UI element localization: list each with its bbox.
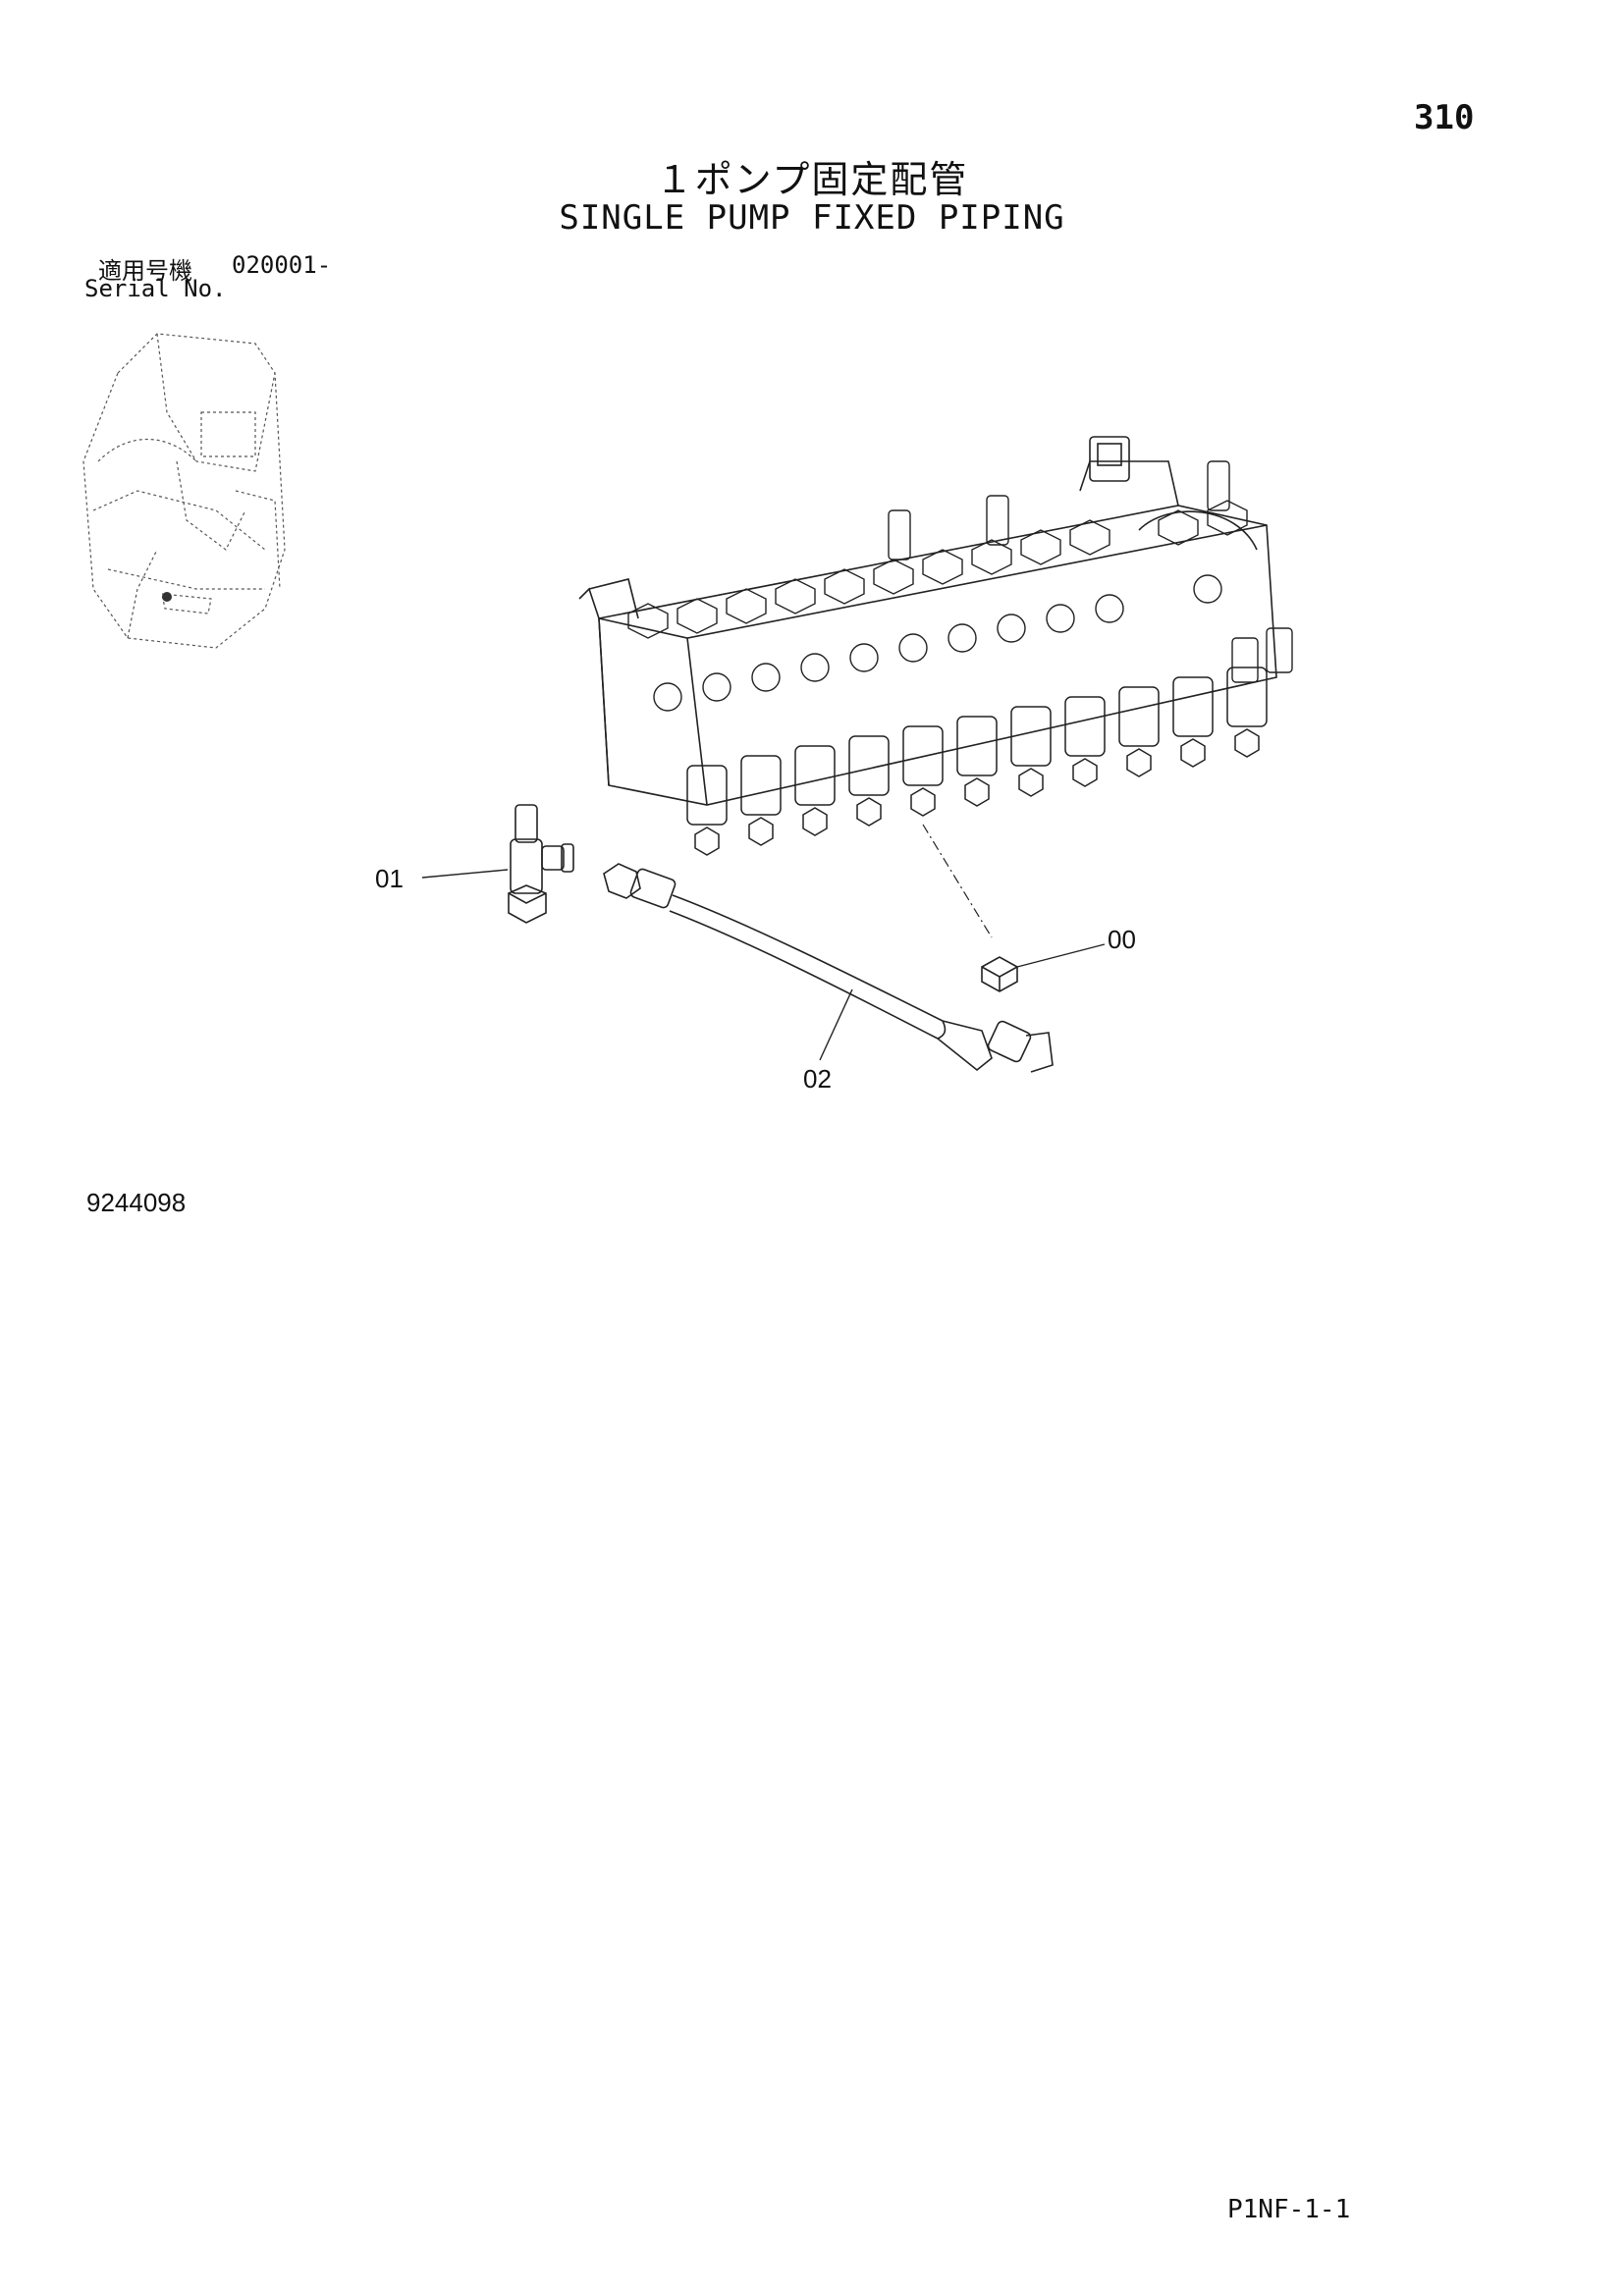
valve-mid-ports — [653, 574, 1222, 712]
valve-relief-fittings — [888, 460, 1293, 683]
part-01-tee-fitting — [508, 804, 574, 924]
serial-label-english: Serial No. — [84, 275, 227, 302]
valve-top-ports — [627, 500, 1248, 639]
leader-02 — [819, 988, 853, 1061]
valve-spool-caps — [686, 667, 1268, 856]
control-valve-block — [578, 436, 1277, 806]
part-00-plug — [981, 956, 1018, 992]
title-japanese: １ポンプ固定配管 — [655, 158, 969, 201]
drawing-number: 9244098 — [86, 1188, 187, 1217]
leader-01 — [421, 869, 509, 879]
footer-code: P1NF-1-1 — [1227, 2195, 1351, 2224]
page-number: 310 — [1414, 98, 1475, 137]
machine-locator-sketch — [82, 333, 286, 649]
parts-diagram: 01 00 02 — [82, 333, 1293, 1094]
locator-mark-icon — [162, 592, 172, 602]
title-english: SINGLE PUMP FIXED PIPING — [559, 198, 1065, 238]
callout-02: 02 — [803, 1064, 832, 1094]
serial-label-japanese: 適用号機 — [98, 257, 192, 285]
part-02-hose-assembly — [603, 863, 1054, 1073]
callout-01: 01 — [375, 864, 404, 893]
callout-00: 00 — [1108, 925, 1136, 954]
assembly-line — [922, 824, 993, 938]
serial-value: 020001- — [232, 251, 332, 279]
leader-00 — [1016, 943, 1106, 968]
